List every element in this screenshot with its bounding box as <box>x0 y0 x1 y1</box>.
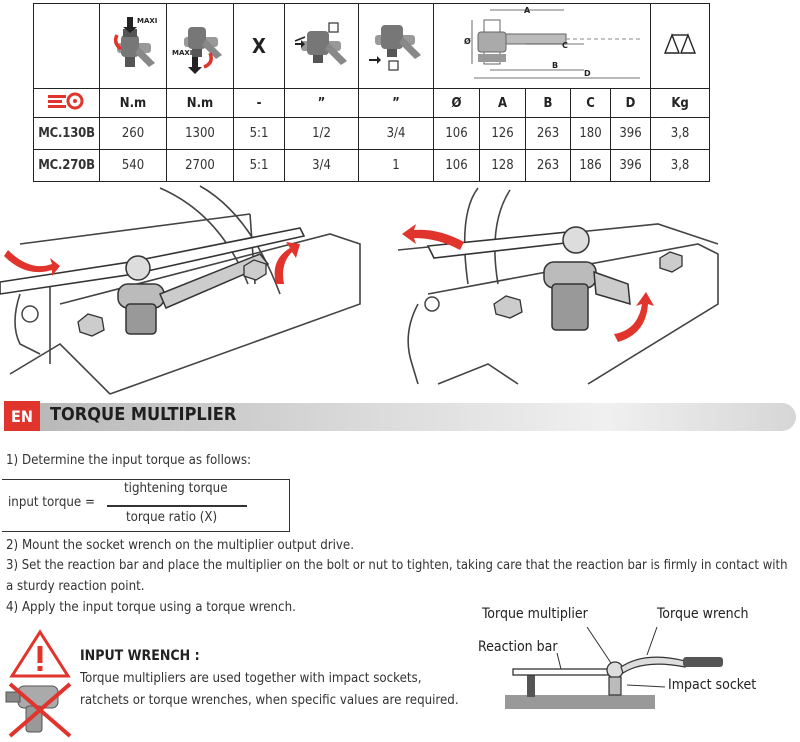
warning-line-2: ratchets or torque wrenches, when specif… <box>80 693 459 708</box>
unit-input-drive: ” <box>284 88 359 118</box>
model-cell: MC.130B <box>33 117 100 150</box>
ratio-header-cell: X <box>233 3 285 89</box>
unit-diameter: Ø <box>433 88 480 118</box>
label-reaction-bar: Reaction bar <box>478 639 558 655</box>
section-title: TORQUE MULTIPLIER <box>50 404 237 425</box>
output-drive-icon-cell <box>358 3 434 89</box>
language-badge: EN <box>4 401 40 431</box>
model-icon-cell <box>33 88 100 118</box>
maxi-output-icon-cell: MAXI <box>166 3 234 89</box>
unit-a: A <box>479 88 526 118</box>
table-cell: 540 <box>99 149 167 182</box>
table-cell: 1 <box>358 149 434 182</box>
label-impact-socket: Impact socket <box>668 677 757 693</box>
unit-c: C <box>570 88 611 118</box>
multiplier-illustration-left <box>0 185 361 395</box>
formula-denominator: torque ratio (X) <box>126 510 218 525</box>
table-cell: 3/4 <box>358 117 434 150</box>
step-3-line-1: 3) Set the reaction bar and place the mu… <box>6 558 788 573</box>
input-drive-icon <box>294 22 347 65</box>
table-cell: 106 <box>433 117 480 150</box>
unit-output-drive: ” <box>358 88 434 118</box>
table-cell: 396 <box>609 149 652 182</box>
table-cell: 3,8 <box>650 149 711 182</box>
table-cell: 128 <box>479 149 526 182</box>
spec-table: MAXI MAXI X <box>33 3 711 182</box>
maxi-label-1: MAXI <box>137 17 157 25</box>
table-cell: 260 <box>99 117 167 150</box>
table-row: MC.270B 540 2700 5:1 3/4 1 106 128 263 1… <box>33 149 711 182</box>
warning-title: INPUT WRENCH : <box>80 648 200 664</box>
unit-input-torque: N.m <box>99 88 167 118</box>
table-cell: 3/4 <box>284 149 359 182</box>
table-cell: 106 <box>433 149 480 182</box>
maxi-input-icon: MAXI <box>113 17 157 67</box>
dim-label-c: C <box>562 41 568 50</box>
unit-output-torque: N.m <box>166 88 234 118</box>
dim-label-a: A <box>524 6 531 15</box>
dimension-drawing: A B C D Ø <box>464 6 640 79</box>
formula-numerator: tightening torque <box>124 481 228 496</box>
table-cell: 263 <box>525 149 571 182</box>
table-cell: 3,8 <box>650 117 711 150</box>
unit-b: B <box>525 88 571 118</box>
table-cell: 126 <box>479 117 526 150</box>
dim-label-b: B <box>552 61 558 70</box>
label-torque-wrench: Torque wrench <box>657 606 749 622</box>
table-row: MC.130B 260 1300 5:1 1/2 3/4 106 126 263… <box>33 117 711 150</box>
step-1: 1) Determine the input torque as follows… <box>6 453 252 468</box>
ratio-symbol: X <box>252 34 266 58</box>
tool-assembly-diagram <box>505 626 723 709</box>
maxi-label-2: MAXI <box>172 49 192 57</box>
no-impact-wrench-icon <box>5 629 72 738</box>
formula-lhs: input torque = <box>8 495 95 510</box>
table-cell: 1300 <box>166 117 234 150</box>
model-header-cell <box>33 3 100 89</box>
dimension-drawing-cell: A B C D Ø <box>432 3 652 89</box>
table-cell: 5:1 <box>233 117 285 150</box>
label-torque-multiplier: Torque multiplier <box>482 606 588 622</box>
section-title-band <box>40 403 796 431</box>
table-cell: 186 <box>570 149 611 182</box>
maxi-input-icon-cell: MAXI <box>99 3 167 89</box>
step-3-line-2: a sturdy reaction point. <box>6 579 145 594</box>
formula-box <box>2 479 290 532</box>
maxi-output-icon: MAXI <box>172 27 222 74</box>
table-cell: 2700 <box>166 149 234 182</box>
multiplier-logo-icon <box>47 92 83 110</box>
table-cell: 1/2 <box>284 117 359 150</box>
output-drive-icon <box>369 25 421 71</box>
table-cell: 180 <box>570 117 611 150</box>
multiplier-illustration-right <box>398 187 719 385</box>
dim-label-d: D <box>584 69 591 78</box>
unit-ratio: - <box>233 88 285 118</box>
unit-d: D <box>609 88 652 118</box>
table-cell: 263 <box>525 117 571 150</box>
weight-icon-cell <box>650 3 711 89</box>
weight-icon <box>664 33 697 54</box>
unit-weight: Kg <box>650 88 711 118</box>
dim-label-diameter: Ø <box>464 36 471 46</box>
step-4: 4) Apply the input torque using a torque… <box>6 600 296 615</box>
warning-line-1: Torque multipliers are used together wit… <box>80 671 422 686</box>
step-2: 2) Mount the socket wrench on the multip… <box>6 538 355 553</box>
table-cell: 396 <box>609 117 652 150</box>
model-cell: MC.270B <box>33 149 100 182</box>
input-drive-icon-cell <box>284 3 359 89</box>
fraction-line <box>107 505 247 507</box>
table-cell: 5:1 <box>233 149 285 182</box>
